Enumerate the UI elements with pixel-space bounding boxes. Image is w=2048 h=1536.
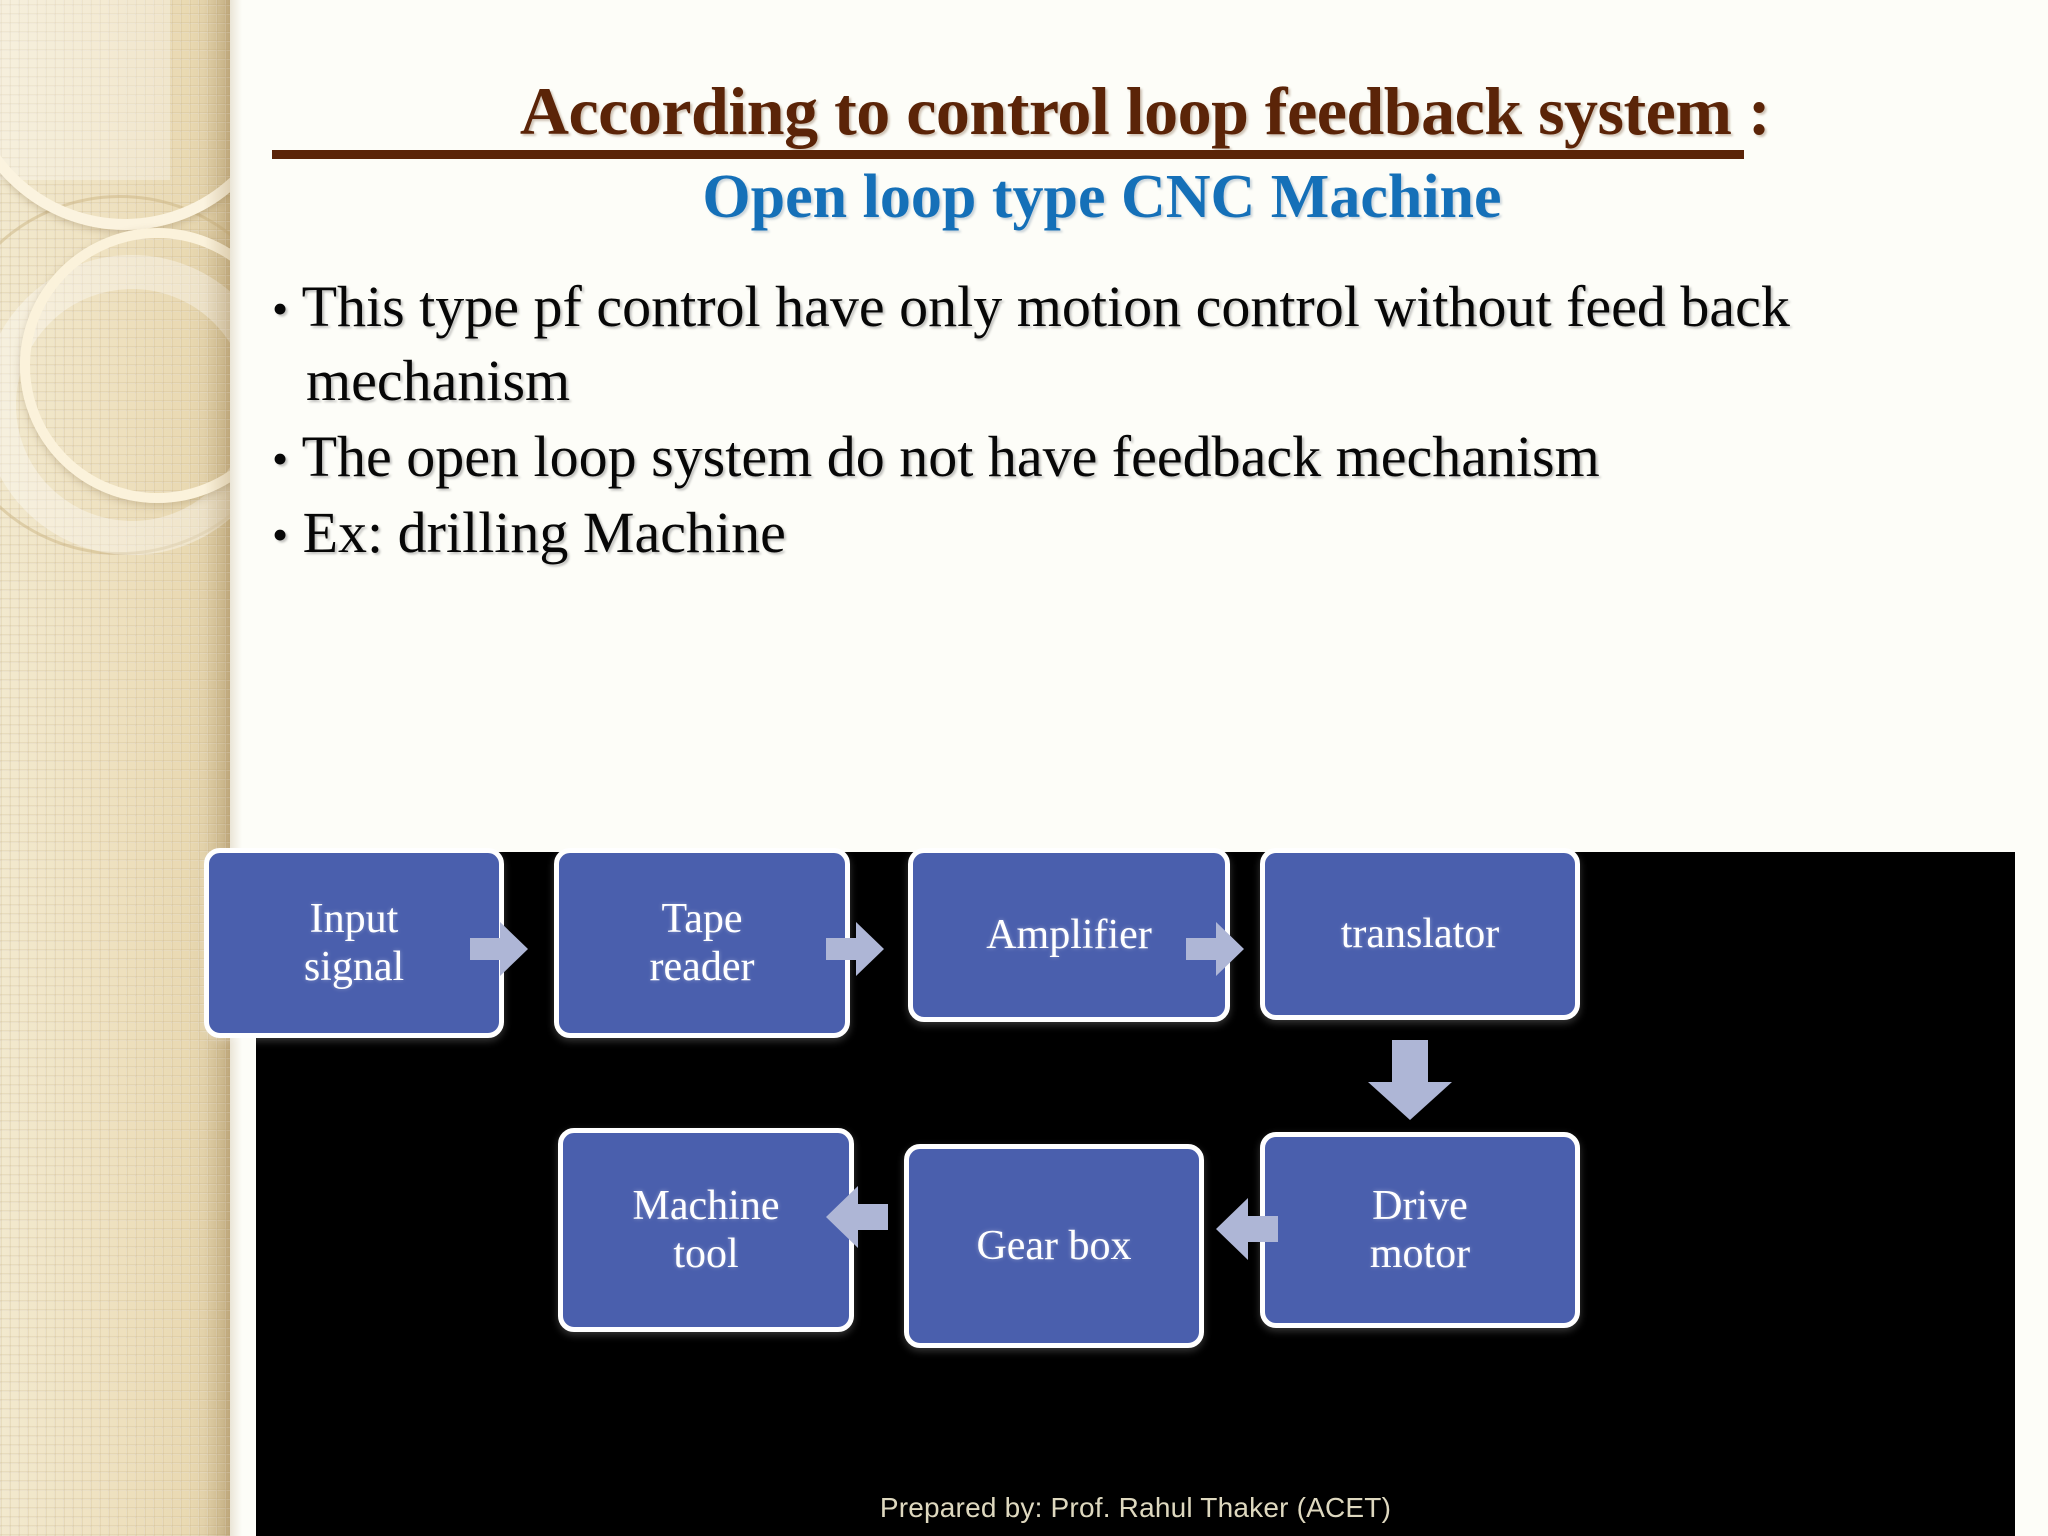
arrow-down-icon bbox=[1366, 1038, 1454, 1122]
sidebar-edge-shadow bbox=[230, 0, 242, 1536]
list-item: • This type pf control have only motion … bbox=[272, 270, 1992, 418]
decorative-ring-top bbox=[0, 0, 230, 230]
node-label-line1: translator bbox=[1340, 910, 1500, 957]
list-item: • Ex: drilling Machine bbox=[272, 496, 1992, 570]
slide-subtitle: Open loop type CNC Machine bbox=[702, 163, 1502, 231]
decorative-sidebar bbox=[0, 0, 230, 1536]
node-label-line2: signal bbox=[303, 944, 405, 990]
node-label-line2: motor bbox=[1369, 1231, 1471, 1277]
arrow-left-icon bbox=[1214, 1194, 1280, 1264]
title-underline bbox=[272, 150, 1744, 159]
flow-diagram: Input signal Tape reader Amplifier trans… bbox=[204, 848, 2015, 1536]
diagram-node-amplifier: Amplifier bbox=[908, 848, 1230, 1022]
arrow-right-icon bbox=[1184, 918, 1246, 980]
diagram-node-translator: translator bbox=[1260, 848, 1580, 1020]
node-label-line1: Machine bbox=[632, 1182, 780, 1229]
bullet-list: • This type pf control have only motion … bbox=[272, 270, 1992, 572]
list-item-text: Ex: drilling Machine bbox=[302, 499, 786, 565]
node-label-line1: Input bbox=[309, 895, 399, 942]
list-item-text: This type pf control have only motion co… bbox=[301, 274, 1790, 413]
node-label-line2: tool bbox=[673, 1231, 739, 1277]
list-item-text: The open loop system do not have feedbac… bbox=[301, 423, 1600, 489]
credit-line: Prepared by: Prof. Rahul Thaker (ACET) bbox=[879, 1492, 1392, 1523]
arrow-right-icon bbox=[468, 918, 530, 980]
arrow-right-icon bbox=[824, 918, 886, 980]
bullet-glyph: • bbox=[272, 283, 289, 334]
sidebar-shadow bbox=[204, 0, 230, 1536]
diagram-node-machine-tool: Machine tool bbox=[558, 1128, 854, 1332]
node-label-line1: Gear box bbox=[976, 1222, 1132, 1269]
decorative-ring-bottom bbox=[20, 228, 230, 503]
diagram-node-gear-box: Gear box bbox=[904, 1144, 1204, 1348]
slide-title: According to control loop feedback syste… bbox=[519, 73, 1771, 149]
bullet-glyph: • bbox=[272, 432, 289, 484]
node-label-line1: Tape bbox=[661, 895, 743, 942]
diagram-node-tape-reader: Tape reader bbox=[554, 848, 850, 1038]
diagram-node-drive-motor: Drive motor bbox=[1260, 1132, 1580, 1328]
diagram-node-input-signal: Input signal bbox=[204, 848, 504, 1038]
arrow-left-icon bbox=[824, 1182, 890, 1252]
node-label-line1: Drive bbox=[1372, 1182, 1468, 1229]
node-label-line2: reader bbox=[649, 944, 755, 990]
list-item: • The open loop system do not have feedb… bbox=[272, 420, 1992, 494]
node-label-line1: Amplifier bbox=[986, 911, 1152, 958]
bullet-glyph: • bbox=[272, 508, 289, 560]
